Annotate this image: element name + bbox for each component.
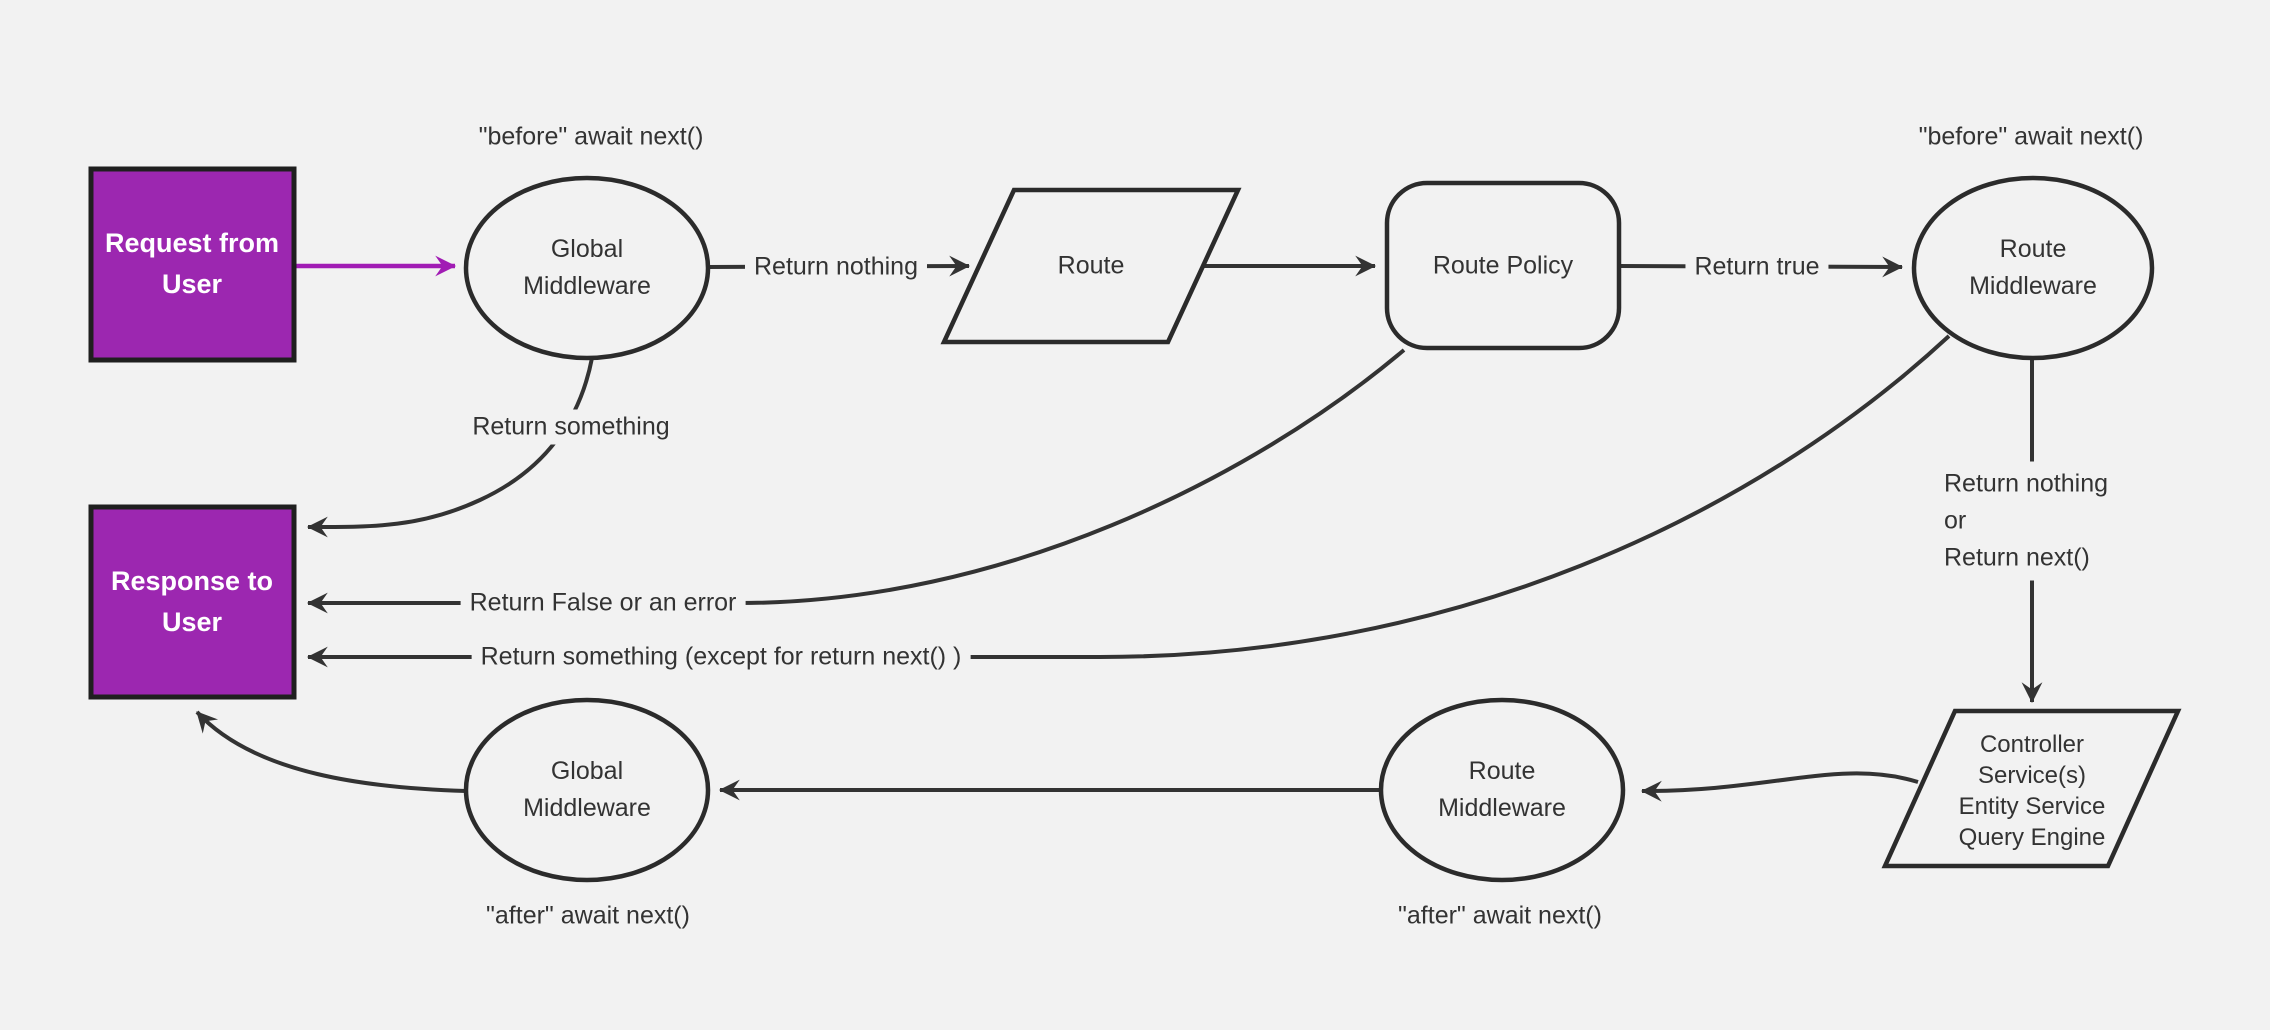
request-from-user-node: Request from User [105, 223, 279, 305]
route-middleware-bottom-shape [1378, 697, 1626, 883]
node-label-line: User [161, 269, 223, 299]
after-await-next-label-right: "after" await next() [1398, 901, 1602, 930]
node-label-line: Service(s) [1977, 762, 2087, 789]
route-middleware-top-shape [1911, 175, 2155, 361]
edge-label-line: Return nothing [1944, 469, 2109, 498]
node-label-line: Middleware [1438, 794, 1566, 822]
edge-label-return-nothing-or-next: Return nothing or Return next() [1936, 461, 2117, 581]
after-await-next-label-left: "after" await next() [486, 901, 690, 930]
request-from-user-shape [88, 166, 297, 363]
global-middleware-bottom-node: Global Middleware [523, 753, 651, 827]
node-label-line: Global [550, 757, 624, 785]
global-middleware-bottom-shape [463, 697, 711, 883]
node-label-line: Query Engine [1958, 824, 2106, 851]
node-label-line: Entity Service [1958, 793, 2106, 820]
node-label-line: User [161, 607, 223, 637]
controller-services-node: Controller Service(s) Entity Service Que… [1959, 729, 2106, 853]
route-middleware-bottom-node: Route Middleware [1438, 753, 1566, 827]
route-middleware-top-node: Route Middleware [1969, 231, 2097, 305]
node-label-line: Middleware [1969, 272, 2097, 300]
node-label-line: Controller [1979, 731, 2085, 758]
route-node: Route [1058, 248, 1125, 285]
edge-route-policy-return-false [306, 348, 1406, 614]
before-await-next-label-right: "before" await next() [1918, 122, 2144, 151]
edge-label-return-true: Return true [1685, 249, 1829, 285]
route-shape [940, 187, 1242, 345]
node-label-line: Middleware [523, 794, 651, 822]
edge-label-line: Return next() [1944, 543, 2090, 572]
node-label-line: Route [1999, 235, 2067, 263]
global-middleware-top-shape [463, 175, 711, 361]
response-to-user-shape [88, 504, 297, 700]
node-label-line: Route [1057, 251, 1125, 280]
edge-label-return-something: Return something [463, 409, 679, 445]
node-label-line: Global [550, 235, 624, 263]
edge-global-middleware-bottom-to-response [195, 710, 467, 793]
controller-services-shape [1881, 708, 2182, 869]
node-label-line: Route Policy [1432, 251, 1574, 280]
edge-controller-to-route-middleware-bottom [1640, 771, 1919, 802]
node-label-line: Route [1468, 757, 1536, 785]
route-policy-shape [1384, 180, 1622, 351]
edge-label-return-something-except: Return something (except for return next… [471, 639, 971, 675]
node-label-line: Request from [104, 228, 280, 258]
global-middleware-top-node: Global Middleware [523, 231, 651, 305]
edge-label-line: or [1944, 506, 1967, 535]
response-to-user-node: Response to User [111, 561, 273, 643]
route-policy-node: Route Policy [1433, 248, 1573, 285]
edge-label-return-nothing: Return nothing [744, 249, 928, 285]
edge-route-middleware-return-something-except [306, 334, 1951, 668]
node-label-line: Middleware [523, 272, 651, 300]
edge-label-return-false-or-error: Return False or an error [460, 585, 746, 621]
before-await-next-label-left: "before" await next() [478, 122, 704, 151]
node-label-line: Response to [110, 566, 274, 596]
